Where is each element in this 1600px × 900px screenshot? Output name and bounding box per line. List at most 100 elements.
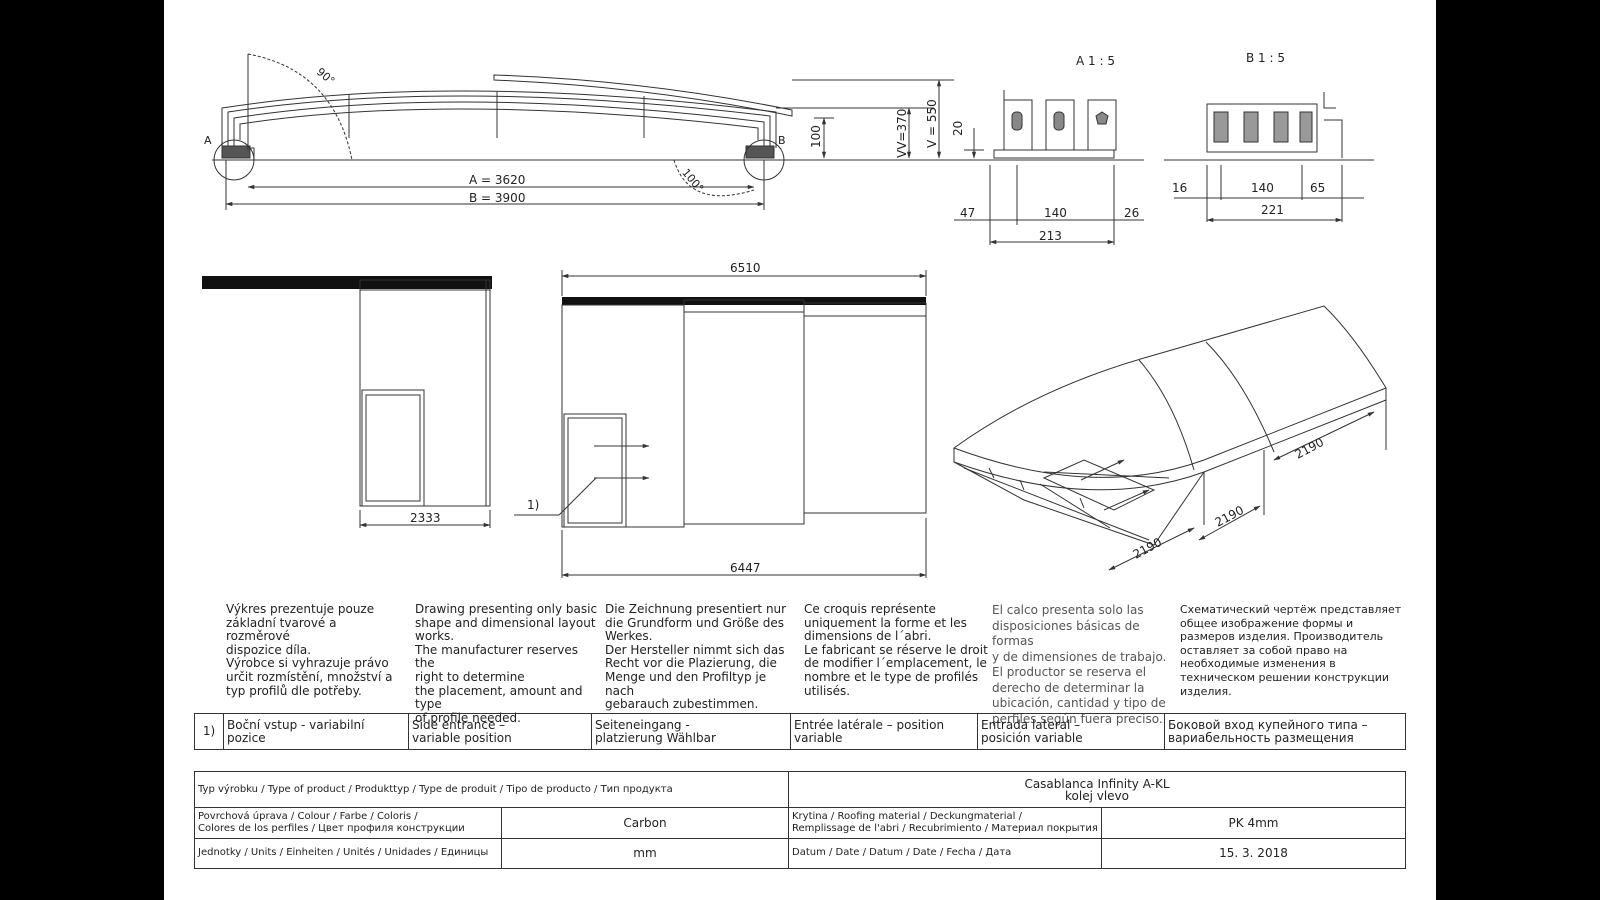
units-value: mm: [501, 837, 789, 870]
legend-en-line: variable position: [412, 730, 512, 745]
note-en-line: right to determine: [415, 669, 525, 684]
note-en-line: shape and dimensional layout: [415, 615, 596, 630]
note-fr: Ce croquis représente uniquement la form…: [804, 602, 988, 698]
legend-en-line: Side entrance –: [412, 717, 506, 732]
detail-b-title: B 1 : 5: [1246, 51, 1285, 65]
roofing-label: Krytina / Roofing material / Deckungmate…: [788, 807, 1102, 839]
note-cz-line: Výkres prezentuje pouze: [226, 602, 375, 616]
cross-section-view: [212, 53, 964, 210]
note-ru-line: общее изображение формы и: [1180, 616, 1354, 630]
note-en-line: The manufacturer reserves the: [415, 642, 579, 671]
roofing-label-line: Remplissage de l'abri / Recubrimiento / …: [792, 823, 1098, 835]
dim-b-label: B = 3900: [469, 191, 525, 205]
note-de-line: Menge und den Profiltyp je nach: [605, 669, 767, 698]
product-type-label: Typ výrobku / Type of product / Produktt…: [194, 770, 789, 809]
legend-row: 1) Boční vstup - variabilní pozice Side …: [194, 713, 1406, 750]
date-value: 15. 3. 2018: [1101, 837, 1406, 870]
note-de-line: Der Hersteller nimmt sich das: [605, 642, 785, 657]
legend-cz: Boční vstup - variabilní pozice: [223, 713, 409, 750]
note-cz-line: typ profilů dle potřeby.: [226, 683, 362, 698]
note-ru-line: изделия.: [1180, 684, 1232, 698]
legend-table: 1) Boční vstup - variabilní pozice Side …: [194, 713, 1406, 750]
note-es: El calco presenta solo las disposiciones…: [992, 603, 1176, 727]
note-es-line: El productor se reserva el: [992, 665, 1147, 679]
note-de-line: Die Zeichnung presentiert nur: [605, 602, 787, 616]
legend-es-line: posición variable: [981, 730, 1083, 745]
note-es-line: ubicación, cantidad y tipo de: [992, 696, 1166, 710]
title-row-material: Povrchová úprava / Colour / Farbe / Colo…: [194, 807, 1406, 839]
detail-a-dim-20: 20: [951, 121, 965, 136]
note-fr-line: Ce croquis représente: [804, 602, 936, 616]
note-ru-line: техническом решении конструкции: [1180, 670, 1390, 684]
front-view-callout: 1): [527, 498, 539, 512]
roofing-label-line: Krytina / Roofing material / Deckungmate…: [792, 811, 1022, 823]
angle-100-label: 100°: [679, 166, 706, 195]
isometric-view: [952, 305, 1387, 571]
note-fr-line: Le fabricant se réserve le droit: [804, 642, 988, 657]
technical-drawing: A B 90° 100° A = 3620 B = 3900 100 VV=37…: [202, 51, 1387, 578]
note-de-line: Werkes.: [605, 629, 653, 644]
note-fr-line: nombre et le type de profilés: [804, 669, 979, 684]
note-ru-line: Схематический чертёж представляет: [1180, 603, 1402, 616]
detail-b-dim-140: 140: [1251, 181, 1274, 195]
detail-a-dim-213: 213: [1039, 229, 1062, 243]
detail-b-dim-16: 16: [1172, 181, 1187, 195]
legend-number: 1): [194, 713, 224, 750]
note-en: Drawing presenting only basic shape and …: [415, 602, 599, 725]
title-block: Typ výrobku / Type of product / Produktt…: [194, 770, 1406, 870]
title-row-product: Typ výrobku / Type of product / Produktt…: [194, 770, 1406, 809]
product-name-line: Casablanca Infinity A-KL: [1024, 776, 1170, 791]
units-label: Jednotky / Units / Einheiten / Unités / …: [194, 837, 502, 870]
detail-b-dim-221: 221: [1261, 203, 1284, 217]
note-cz-line: základní tvarové a rozměrové: [226, 615, 337, 644]
legend-de: Seiteneingang -platzierung Wählbar: [591, 713, 791, 750]
note-ru-line: необходимые изменения в: [1180, 657, 1336, 671]
dim-vv-label: VV=370: [895, 109, 909, 158]
note-de: Die Zeichnung presentiert nur die Grundf…: [605, 602, 799, 712]
note-ru-line: оставляет за собой право на: [1180, 643, 1348, 657]
legend-en: Side entrance –variable position: [408, 713, 592, 750]
note-cz: Výkres prezentuje pouze základní tvarové…: [226, 602, 402, 698]
note-fr-line: uniquement la forme et les: [804, 615, 967, 630]
note-de-line: Recht vor die Plazierung, die: [605, 656, 777, 671]
front-view-dim-top: 6510: [730, 261, 761, 275]
legend-fr-line: Entrée latérale – position: [794, 717, 945, 732]
note-en-line: Drawing presenting only basic: [415, 602, 598, 616]
note-cz-line: určit rozmístění, množství a: [226, 669, 393, 684]
note-de-line: gebarauch zubestimmen.: [605, 697, 759, 712]
side-view: [202, 276, 492, 528]
legend-fr-line: variable: [794, 730, 843, 745]
note-es-line: El calco presenta solo las: [992, 603, 1144, 617]
dim-v-label: V = 550: [925, 99, 939, 148]
front-view: [514, 270, 927, 578]
note-cz-line: Výrobce si vyhrazuje právo: [226, 656, 389, 671]
product-name-line: kolej vlevo: [1065, 788, 1129, 803]
note-ru: Схематический чертёж представляет общее …: [1180, 603, 1406, 698]
legend-de-line: Seiteneingang -: [595, 717, 690, 732]
detail-a: [954, 90, 1144, 245]
dim-100-label: 100: [809, 125, 823, 148]
side-view-dim-width: 2333: [410, 511, 441, 525]
iso-dim-3: 2190: [1293, 435, 1327, 462]
legend-es-line: Entrada lateral –: [981, 717, 1081, 732]
date-label: Datum / Date / Datum / Date / Fecha / Да…: [788, 837, 1102, 870]
angle-90-label: 90°: [314, 65, 337, 87]
note-es-line: y de dimensiones de trabajo.: [992, 649, 1167, 664]
legend-ru-line: вариабельность размещения: [1168, 730, 1354, 745]
detail-b: [1164, 92, 1374, 223]
section-a-marker: A: [204, 134, 212, 147]
detail-a-dim-47: 47: [960, 206, 975, 220]
note-es-line: disposiciones básicas de formas: [992, 618, 1140, 649]
title-row-units: Jednotky / Units / Einheiten / Unités / …: [194, 837, 1406, 870]
dim-a-label: A = 3620: [469, 173, 525, 187]
note-de-line: die Grundform und Größe des: [605, 615, 784, 630]
colour-value: Carbon: [501, 807, 789, 839]
note-es-line: derecho de determinar la: [992, 680, 1145, 695]
drawing-sheet: A B 90° 100° A = 3620 B = 3900 100 VV=37…: [164, 0, 1436, 900]
section-b-marker: B: [778, 134, 786, 147]
legend-ru: Боковой вход купейного типа –вариабельно…: [1164, 713, 1406, 750]
colour-label: Povrchová úprava / Colour / Farbe / Colo…: [194, 807, 502, 839]
legend-es: Entrada lateral –posición variable: [977, 713, 1165, 750]
